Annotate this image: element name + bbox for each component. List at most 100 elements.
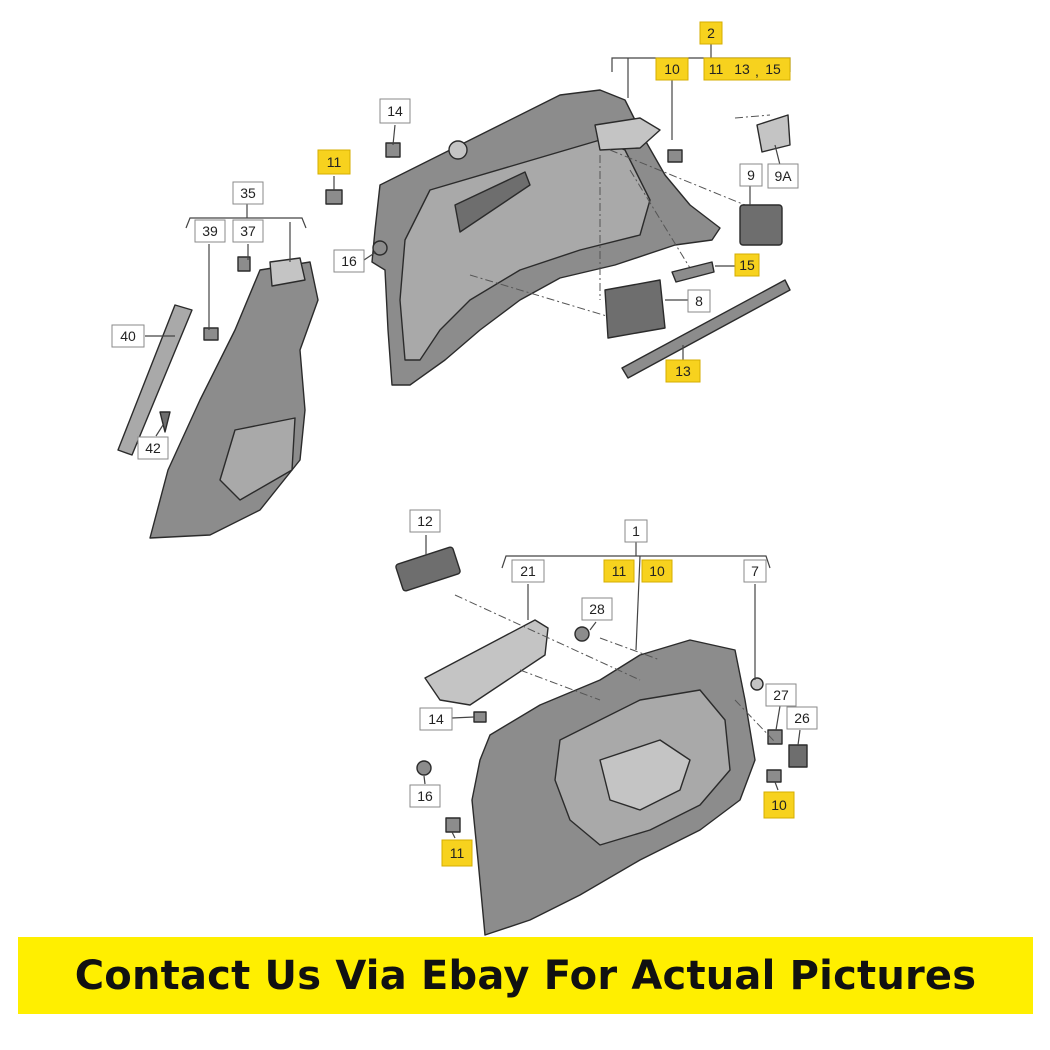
leader-27 bbox=[775, 705, 781, 731]
cover-21 bbox=[424, 619, 549, 706]
svg-text:13: 13 bbox=[675, 363, 691, 379]
bolt-28 bbox=[574, 626, 590, 642]
retainer-26 bbox=[788, 744, 808, 768]
callout-16b: 16 bbox=[409, 784, 441, 808]
clip-11-upper bbox=[325, 189, 343, 205]
svg-text:9A: 9A bbox=[774, 168, 792, 184]
callout-11d: 11 bbox=[441, 839, 473, 867]
callout-14a: 14 bbox=[379, 98, 411, 124]
callout-10b: 10 bbox=[641, 559, 673, 583]
leader-14b bbox=[451, 716, 475, 719]
clip-11-lower bbox=[445, 817, 461, 833]
callout-39: 39 bbox=[194, 219, 226, 243]
callout-35: 35 bbox=[232, 181, 264, 205]
dash-line-9A bbox=[734, 114, 771, 119]
callout-1: 1 bbox=[624, 519, 648, 543]
leader-1-panel bbox=[635, 555, 641, 651]
callout-16a: 16 bbox=[333, 249, 365, 273]
callout-11-13-15: 11 13 , 15 bbox=[703, 57, 791, 81]
c-pillar-trim bbox=[149, 257, 319, 539]
svg-text:8: 8 bbox=[695, 293, 703, 309]
svg-text:2: 2 bbox=[707, 25, 715, 41]
storage-net-8 bbox=[604, 279, 666, 339]
callout-12: 12 bbox=[409, 509, 441, 533]
callout-8: 8 bbox=[687, 289, 711, 313]
svg-text:11: 11 bbox=[709, 61, 724, 77]
svg-text:11: 11 bbox=[450, 845, 465, 861]
svg-text:10: 10 bbox=[771, 797, 787, 813]
svg-text:37: 37 bbox=[240, 223, 256, 239]
clip-10-upper bbox=[667, 149, 683, 163]
leader-11d bbox=[451, 831, 456, 839]
power-socket-9 bbox=[739, 204, 783, 246]
contact-banner: Contact Us Via Ebay For Actual Pictures bbox=[18, 937, 1033, 1014]
svg-text:21: 21 bbox=[520, 563, 536, 579]
sill-strip-13 bbox=[621, 279, 791, 379]
svg-text:1: 1 bbox=[632, 523, 640, 539]
callout-13b: 13 bbox=[665, 359, 701, 383]
callout-10c: 10 bbox=[763, 791, 795, 819]
svg-text:35: 35 bbox=[240, 185, 256, 201]
svg-text:26: 26 bbox=[794, 710, 810, 726]
cover-cap-9A bbox=[756, 114, 791, 153]
callout-2: 2 bbox=[699, 21, 723, 45]
expanding-rivet-42 bbox=[159, 411, 171, 433]
leader-10c bbox=[774, 781, 779, 791]
svg-text:16: 16 bbox=[417, 788, 433, 804]
callout-14b: 14 bbox=[419, 707, 453, 731]
svg-text:13: 13 bbox=[734, 61, 750, 77]
svg-text:10: 10 bbox=[664, 61, 680, 77]
svg-text:42: 42 bbox=[145, 440, 161, 456]
clip-14-upper bbox=[385, 142, 401, 158]
rear-side-trim-panel-upper bbox=[371, 89, 721, 386]
svg-text:28: 28 bbox=[589, 601, 605, 617]
screw-16-upper bbox=[372, 240, 388, 256]
callout-15b: 15 bbox=[734, 253, 760, 277]
banner-text: Contact Us Via Ebay For Actual Pictures bbox=[74, 952, 977, 999]
svg-text:7: 7 bbox=[751, 563, 759, 579]
dash-line-28 bbox=[599, 637, 661, 661]
svg-text:16: 16 bbox=[341, 253, 357, 269]
svg-text:,: , bbox=[755, 63, 759, 79]
svg-text:27: 27 bbox=[773, 687, 789, 703]
rear-side-trim-panel-lower bbox=[471, 639, 756, 936]
callout-27: 27 bbox=[765, 683, 797, 707]
dash-line-15 bbox=[629, 169, 691, 269]
dash-line-12 bbox=[454, 594, 641, 681]
callout-11b: 11 bbox=[317, 149, 351, 175]
callout-21: 21 bbox=[511, 559, 545, 583]
callout-37: 37 bbox=[232, 219, 264, 243]
callout-9: 9 bbox=[739, 163, 763, 187]
moulding-strip-40 bbox=[117, 304, 193, 456]
clip-37 bbox=[237, 256, 251, 272]
svg-text:15: 15 bbox=[739, 257, 755, 273]
svg-text:39: 39 bbox=[202, 223, 218, 239]
leader-16a bbox=[363, 251, 377, 261]
svg-text:15: 15 bbox=[765, 61, 781, 77]
screw-16-lower bbox=[416, 760, 432, 776]
svg-text:12: 12 bbox=[417, 513, 433, 529]
svg-text:11: 11 bbox=[327, 154, 342, 170]
clip-7 bbox=[750, 677, 764, 691]
svg-text:14: 14 bbox=[428, 711, 444, 727]
svg-text:10: 10 bbox=[649, 563, 665, 579]
clip-39 bbox=[203, 327, 219, 341]
dash-line-13 bbox=[469, 274, 621, 321]
bracket-35 bbox=[185, 217, 307, 229]
trim-strip-15 bbox=[671, 261, 715, 283]
clip-10-lower bbox=[766, 769, 782, 783]
svg-text:40: 40 bbox=[120, 328, 136, 344]
callout-26: 26 bbox=[786, 706, 818, 730]
callout-10a: 10 bbox=[655, 57, 689, 81]
leader-28 bbox=[589, 621, 597, 631]
leader-42 bbox=[155, 424, 164, 437]
callout-9A: 9A bbox=[767, 163, 799, 189]
leader-9A bbox=[774, 144, 781, 166]
callout-7: 7 bbox=[743, 559, 767, 583]
leader-16b bbox=[423, 775, 426, 785]
svg-text:9: 9 bbox=[747, 167, 755, 183]
dash-line-27 bbox=[734, 699, 776, 743]
leader-26 bbox=[797, 729, 801, 746]
dash-line-21 bbox=[519, 669, 601, 701]
